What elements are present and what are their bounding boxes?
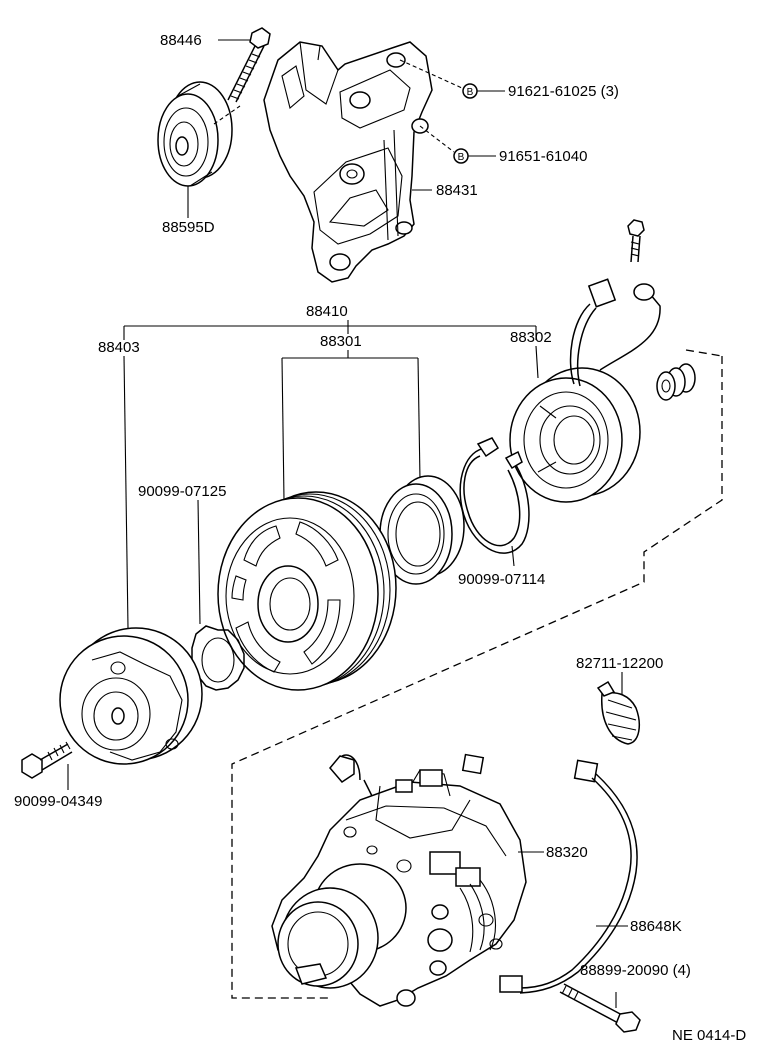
label-90099-07114: 90099-07114 xyxy=(458,571,545,588)
label-90099-07125: 90099-07125 xyxy=(138,483,226,500)
label-88301: 88301 xyxy=(320,333,362,350)
diagram-code: NE 0414-D xyxy=(672,1027,746,1044)
compressor-88320 xyxy=(271,753,527,1007)
assembly-outline xyxy=(231,356,723,999)
marker-b-lower: B xyxy=(453,148,469,164)
bolt-90099-04349 xyxy=(21,741,73,779)
bolt-88899-20090 xyxy=(559,983,641,1033)
marker-b-upper: B xyxy=(462,83,478,99)
clip-screw-top xyxy=(627,219,645,263)
idler-pulley-88595d xyxy=(157,81,233,187)
label-88410: 88410 xyxy=(306,303,348,320)
label-88648k: 88648K xyxy=(630,918,682,935)
clutch-hub-88403 xyxy=(59,627,203,765)
svg-text:B: B xyxy=(458,152,465,163)
bracket-88431 xyxy=(263,41,433,283)
shims xyxy=(656,363,696,401)
field-coil-88302 xyxy=(509,278,661,503)
label-88595d: 88595D xyxy=(162,219,215,236)
label-88403: 88403 xyxy=(98,339,140,356)
label-88899-20090: 88899-20090 (4) xyxy=(580,962,691,979)
clamp-82711-12200 xyxy=(596,680,641,745)
label-90099-04349: 90099-04349 xyxy=(14,793,102,810)
svg-text:B: B xyxy=(467,87,474,98)
bearing xyxy=(379,475,465,585)
label-91651-61040: 91651-61040 xyxy=(499,148,587,165)
snap-ring-90099-07114 xyxy=(459,437,530,554)
label-82711-12200: 82711-12200 xyxy=(576,655,663,672)
label-88302: 88302 xyxy=(510,329,552,346)
label-91621-61025: 91621-61025 (3) xyxy=(508,83,619,100)
pulley-88301 xyxy=(217,491,397,691)
wire-harness-88648k xyxy=(499,759,638,994)
label-88431: 88431 xyxy=(436,182,478,199)
label-88320: 88320 xyxy=(546,844,588,861)
bolt-88446 xyxy=(227,27,271,103)
label-88446: 88446 xyxy=(160,32,202,49)
